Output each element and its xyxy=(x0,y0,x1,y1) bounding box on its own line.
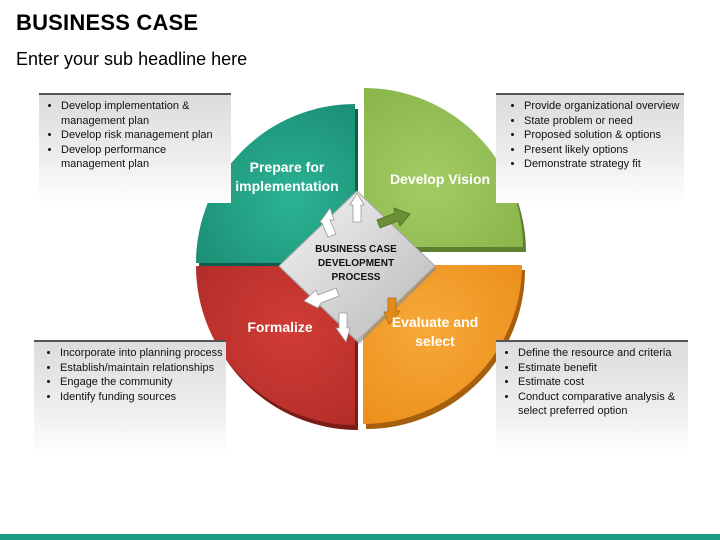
box-evaluate-details: Define the resource and criteria Estimat… xyxy=(496,340,688,454)
label-develop-vision: Develop Vision xyxy=(389,171,491,187)
arrow-down-left-icon xyxy=(335,312,351,343)
list-item: State problem or need xyxy=(524,114,684,129)
list-item: Provide organizational overview xyxy=(524,99,684,114)
list-item: Develop performance management plan xyxy=(61,143,231,172)
center-label: BUSINESS CASE DEVELOPMENT PROCESS xyxy=(315,244,397,283)
list-item: Establish/maintain relationships xyxy=(60,361,226,376)
list-item: Incorporate into planning process xyxy=(60,346,226,361)
list-item: Proposed solution & options xyxy=(524,128,684,143)
label-evaluate: Evaluate and select xyxy=(391,314,479,349)
quadrant-develop-vision xyxy=(364,88,523,247)
list-item: Estimate cost xyxy=(518,375,688,390)
list-item: Engage the community xyxy=(60,375,226,390)
list-item: Define the resource and criteria xyxy=(518,346,688,361)
list-item: Demonstrate strategy fit xyxy=(524,157,684,172)
list-item: Estimate benefit xyxy=(518,361,688,376)
arrow-tl-icon xyxy=(319,207,337,238)
list-item: Conduct comparative analysis & select pr… xyxy=(518,390,688,419)
list-item: Present likely options xyxy=(524,143,684,158)
list-item: Identify funding sources xyxy=(60,390,226,405)
quadrant-evaluate xyxy=(363,265,522,424)
label-prepare: Prepare for implementation xyxy=(235,159,339,194)
list-item: Develop implementation & management plan xyxy=(61,99,231,128)
arrow-up-icon xyxy=(349,192,365,223)
page-title: BUSINESS CASE xyxy=(16,10,199,35)
arrow-left-icon xyxy=(303,287,340,309)
quadrant-prepare xyxy=(196,104,355,263)
label-formalize: Formalize xyxy=(247,319,313,335)
box-prepare-details: Develop implementation & management plan… xyxy=(39,93,231,203)
list-item: Develop risk management plan xyxy=(61,128,231,143)
footer-bar xyxy=(0,534,720,540)
page-subtitle: Enter your sub headline here xyxy=(16,49,248,69)
box-formalize-details: Incorporate into planning process Establ… xyxy=(34,340,226,454)
arrow-right-icon xyxy=(376,207,411,229)
box-vision-details: Provide organizational overview State pr… xyxy=(496,93,684,203)
arrow-down-icon xyxy=(383,297,401,325)
